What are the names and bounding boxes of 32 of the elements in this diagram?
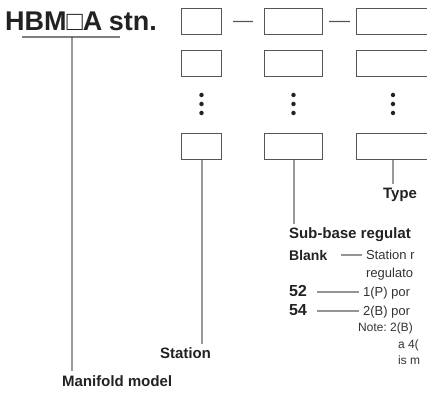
leader-line — [341, 254, 362, 256]
separator-dash — [233, 20, 253, 22]
option-description: 2(B) por — [363, 302, 427, 320]
field-title: Sub-base regulat — [289, 224, 427, 244]
code-box — [181, 8, 222, 35]
code-box — [264, 8, 323, 35]
field-title: Station — [160, 344, 226, 364]
code-box — [181, 50, 222, 77]
separator-dash — [329, 20, 350, 22]
field-title: Type — [383, 184, 427, 204]
option-description: 1(P) por — [363, 283, 427, 301]
note-text: is m — [398, 352, 420, 368]
code-box — [264, 50, 323, 77]
note-text: a 4( — [398, 336, 419, 352]
leader-line — [71, 37, 73, 371]
code-box — [356, 50, 427, 77]
note-text: Note: 2(B) — [358, 319, 413, 335]
code-box — [181, 133, 222, 160]
option-code: Blank — [289, 246, 337, 264]
leader-line — [392, 160, 394, 184]
option-description: Station r regulato — [366, 246, 426, 282]
leader-line — [317, 310, 359, 312]
option-code: 52 — [289, 282, 313, 301]
option-code: 54 — [289, 301, 313, 320]
code-box — [264, 133, 323, 160]
code-box — [356, 8, 427, 35]
code-box — [356, 133, 427, 160]
field-title: Manifold model — [62, 371, 202, 393]
leader-line — [293, 160, 295, 224]
leader-line — [317, 291, 359, 293]
leader-line — [201, 160, 203, 344]
model-code: HBM□A stn. — [5, 5, 181, 37]
